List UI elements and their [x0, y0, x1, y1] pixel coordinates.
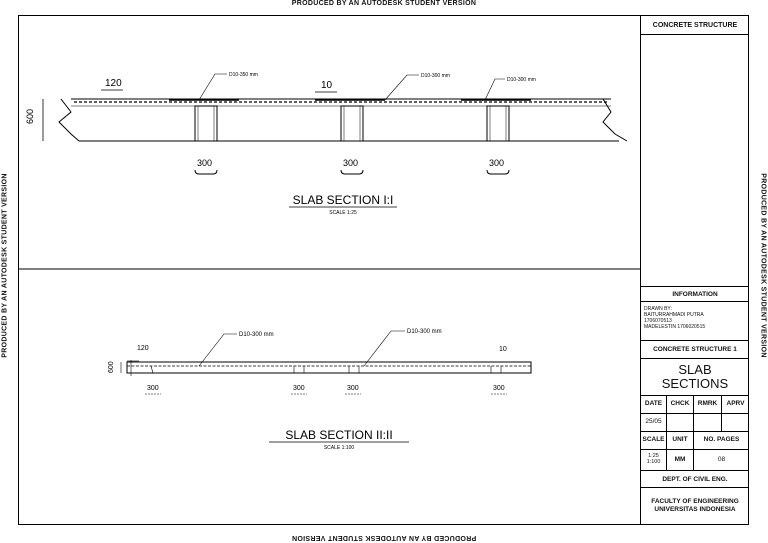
break-line-right: [602, 98, 628, 142]
watermark-top: PRODUCED BY AN AUTODESK STUDENT VERSION: [291, 0, 477, 7]
chck-value: [667, 414, 694, 431]
pages-value: 08: [717, 455, 726, 463]
leader-line-1: [198, 73, 227, 101]
slab-2-outline: [126, 361, 532, 374]
beam-3: [486, 105, 510, 142]
col-scale: SCALE: [641, 432, 667, 449]
drawn-by-id-1: 1706070513: [644, 317, 672, 324]
watermark-left: PRODUCED BY AN AUTODESK STUDENT VERSION: [1, 173, 9, 358]
unit-value: MM: [667, 450, 694, 470]
section-2-dim-cover: 10: [499, 346, 507, 353]
aprv-value: [722, 414, 749, 431]
watermark-right: PRODUCED BY AN AUTODESK STUDENT VERSION: [759, 173, 767, 358]
date-value: 25/05: [641, 414, 667, 431]
leader-line-3: [484, 78, 505, 101]
col-pages: NO. PAGES: [703, 436, 740, 444]
dim-300-bracket-1: [194, 169, 218, 175]
drawing-area: 120 10 600 D10-350 mm D10-300 mm D10-300…: [19, 16, 641, 524]
section-2-dim-slab: 120: [137, 345, 149, 352]
watermark-bottom: PRODUCED BY AN AUTODESK STUDENT VERSION: [291, 534, 477, 541]
section-1-dim-beam-2: 300: [343, 158, 358, 168]
section-2-rebar-label-2: D10-300 mm: [407, 329, 442, 335]
faculty-box: FACULTY OF ENGINEERING UNIVERSITAS INDON…: [641, 488, 749, 524]
approval-header-row: DATE CHCK RMRK APRV: [641, 396, 749, 414]
dim-300-bracket-2: [340, 169, 364, 175]
project-name: CONCRETE STRUCTURE 1: [641, 341, 749, 359]
sheet-title: SLAB SECTIONS: [641, 359, 749, 396]
drawn-by-name-2: MADELESTIN 1706020515: [644, 323, 706, 330]
section-1-rebar-label-1: D10-350 mm: [229, 72, 258, 78]
section-2-dim-height: 600: [108, 361, 115, 373]
beam-1: [194, 105, 218, 142]
section-2-dim-beam-4: 300: [493, 385, 505, 392]
sheet-title-line-1: SLAB: [678, 361, 712, 377]
rmrk-value: [694, 414, 722, 431]
col-rmrk: RMRK: [694, 396, 722, 413]
section-2-drawing: [120, 330, 532, 443]
section-1-dim-height: 600: [25, 109, 35, 124]
scale-header-row: SCALE UNIT NO. PAGES: [641, 432, 749, 450]
section-drawings: 120 10 600 D10-350 mm D10-300 mm D10-300…: [19, 72, 641, 451]
col-aprv: APRV: [726, 400, 745, 408]
drawn-by-box: DRAWN BY: BAITURRAHMADI PUTRA 1706070513…: [641, 302, 749, 341]
section-2-dim-beam-1: 300: [147, 385, 159, 392]
leader-line-2: [384, 74, 419, 101]
section-1-dim-slab: 120: [105, 78, 122, 89]
title-block-header: CONCRETE STRUCTURE: [641, 16, 749, 35]
drawing-sheet: 120 10 600 D10-350 mm D10-300 mm D10-300…: [18, 15, 749, 525]
university-name: UNIVERSITAS INDONESIA: [654, 506, 736, 513]
leader-line-4: [198, 333, 237, 367]
section-2-rebar-label-1: D10-300 mm: [239, 332, 274, 338]
col-chck: CHCK: [667, 396, 694, 413]
leader-line-5: [363, 330, 405, 367]
section-1-scale: SCALE 1:25: [329, 210, 357, 216]
section-1-dim-beam-1: 300: [197, 158, 212, 168]
scale-value-1: 1:25: [648, 453, 659, 460]
faculty-name: FACULTY OF ENGINEERING: [651, 497, 739, 505]
title-block: CONCRETE STRUCTURE INFORMATION DRAWN BY:…: [640, 16, 749, 524]
section-1-rebar-label-2: D10-300 mm: [421, 73, 450, 79]
approval-value-row: 25/05: [641, 414, 749, 432]
section-2-scale: SCALE 1:100: [324, 445, 355, 451]
section-1-dim-beam-3: 300: [489, 158, 504, 168]
drawn-by-label: DRAWN BY:: [644, 306, 672, 312]
beam-2: [340, 105, 364, 142]
dim-300-bracket-3: [486, 169, 510, 175]
section-1-rebar-label-3: D10-300 mm: [507, 77, 536, 83]
col-unit: UNIT: [667, 432, 694, 449]
section-2-dim-beam-2: 300: [293, 385, 305, 392]
section-1-drawing: [42, 73, 628, 208]
scale-value: 1:25 1:100: [641, 450, 667, 470]
sheet-title-line-2: SECTIONS: [661, 376, 729, 391]
info-header: INFORMATION: [641, 287, 749, 302]
drawn-by-name-1: BAITURRAHMADI PUTRA: [644, 311, 704, 318]
title-block-blank-area: [641, 35, 749, 287]
scale-value-2: 1:100: [646, 459, 661, 465]
section-1-title: SLAB SECTION I:I: [293, 193, 394, 207]
department: DEPT. OF CIVIL ENG.: [641, 471, 749, 488]
break-line-left: [58, 98, 80, 142]
scale-value-row: 1:25 1:100 MM 08: [641, 450, 749, 471]
section-2-dim-beam-3: 300: [347, 385, 359, 392]
section-2-title: SLAB SECTION II:II: [285, 428, 392, 442]
col-date: DATE: [641, 396, 667, 413]
section-1-dim-cover: 10: [321, 80, 333, 91]
